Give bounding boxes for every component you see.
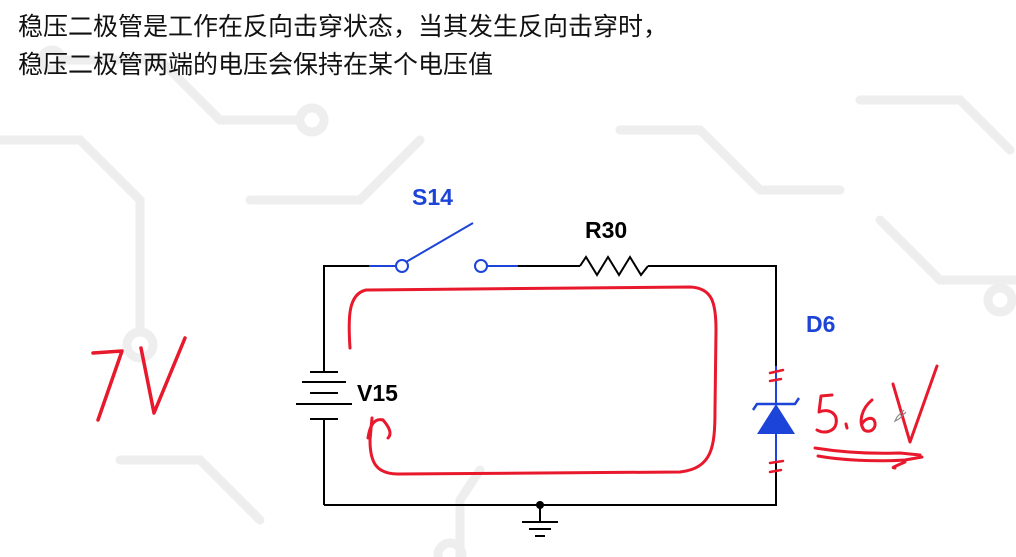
wire-left [323,265,369,372]
switch-s14 [369,222,518,273]
heading-line-1: 稳压二极管是工作在反向击穿状态，当其发生反向击穿时， [18,12,669,41]
resistor-label: R30 [585,217,627,243]
resistor-r30 [518,255,649,277]
diode-polarity-marks [768,368,785,474]
heading-line-2: 稳压二极管两端的电压会保持在某个电压值 [18,50,494,79]
pen-cursor-icon [893,409,907,423]
ground-icon [522,501,558,537]
wire-bottom [324,462,777,506]
diode-label: D6 [806,311,835,337]
current-loop-annotation [347,285,718,476]
wire-right-top [648,265,777,366]
switch-label: S14 [412,184,453,210]
source-voltage-label: 7V [120,399,122,401]
battery-v15 [296,371,352,420]
source-voltage-annotation [91,336,187,422]
source-label: V15 [357,380,398,406]
zener-voltage-label: 5.6V [870,419,873,421]
zener-voltage-annotation [813,364,939,470]
